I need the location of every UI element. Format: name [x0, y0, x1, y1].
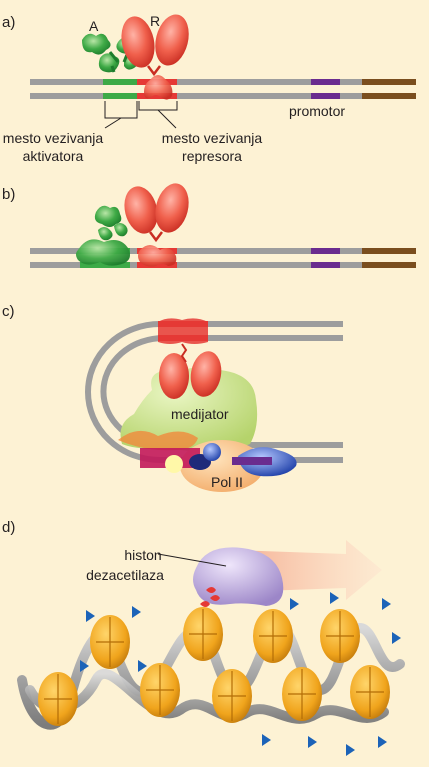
acetyl-flag — [138, 660, 147, 672]
acetyl-flag — [86, 610, 95, 622]
repressor-protein-a — [121, 14, 189, 100]
activator-site-label-line2: aktivatora — [23, 148, 84, 164]
transcription-factors — [118, 430, 297, 477]
acetyl-flag — [346, 744, 355, 756]
mediator-complex — [120, 367, 258, 452]
nucleosome — [212, 669, 252, 723]
repressor-letter: R — [150, 13, 160, 29]
acetyl-flag — [378, 736, 387, 748]
gene-region-b — [362, 248, 416, 268]
activator-binding-site-a — [103, 79, 139, 99]
mediator-label: medijator — [171, 406, 229, 422]
panel-b-letter: b) — [2, 186, 15, 203]
nucleosome — [253, 609, 293, 663]
repressor-binding-site-c — [158, 318, 208, 344]
hdac-leader-line — [157, 553, 227, 567]
repressor-protein-b — [124, 183, 189, 267]
polymerase-label: Pol II — [211, 474, 243, 490]
promoter-region-a — [311, 79, 340, 99]
dna-strand-a — [30, 79, 416, 99]
promoter-label: promotor — [289, 103, 345, 119]
panel-a: a) A — [2, 13, 416, 164]
gene-region-a — [362, 79, 416, 99]
acetyl-flag — [262, 734, 271, 746]
nucleosome — [282, 667, 322, 721]
nucleosome — [90, 615, 130, 669]
panel-a-letter: a) — [2, 14, 15, 31]
panel-c-letter: c) — [2, 303, 15, 320]
activator-letter: A — [89, 18, 99, 34]
acetyl-flag — [132, 606, 141, 618]
nucleosome — [38, 672, 78, 726]
acetyl-flag — [392, 632, 401, 644]
activator-site-label-line1: mesto vezivanja — [3, 130, 104, 146]
binding-site-brackets — [104, 101, 178, 129]
hdac-label-line2: dezacetilaza — [86, 567, 164, 583]
repressor-site-label-line1: mesto vezivanja — [162, 130, 263, 146]
nucleosome — [320, 609, 360, 663]
repressor-site-label-line2: represora — [182, 148, 242, 164]
nucleosome — [140, 663, 180, 717]
activator-protein-b — [76, 205, 130, 266]
acetyl-flag — [382, 598, 391, 610]
repressor-protein-c — [159, 343, 222, 399]
nucleosome — [183, 607, 223, 661]
acetyl-flag — [290, 598, 299, 610]
acetyl-flag — [308, 736, 317, 748]
histone-deacetylase — [193, 547, 284, 607]
panel-b: b) — [2, 183, 416, 268]
panel-c: c) medijator Pol II — [2, 303, 343, 492]
acetyl-flag — [330, 592, 339, 604]
dna-strand-b — [30, 248, 416, 268]
nucleosomes — [38, 607, 390, 726]
hdac-label-line1: histon — [124, 547, 161, 563]
panel-d-letter: d) — [2, 519, 15, 536]
panel-d: d) histon dezacetilaza — [2, 519, 405, 756]
nucleosome — [350, 665, 390, 719]
promoter-region-b — [311, 248, 340, 268]
